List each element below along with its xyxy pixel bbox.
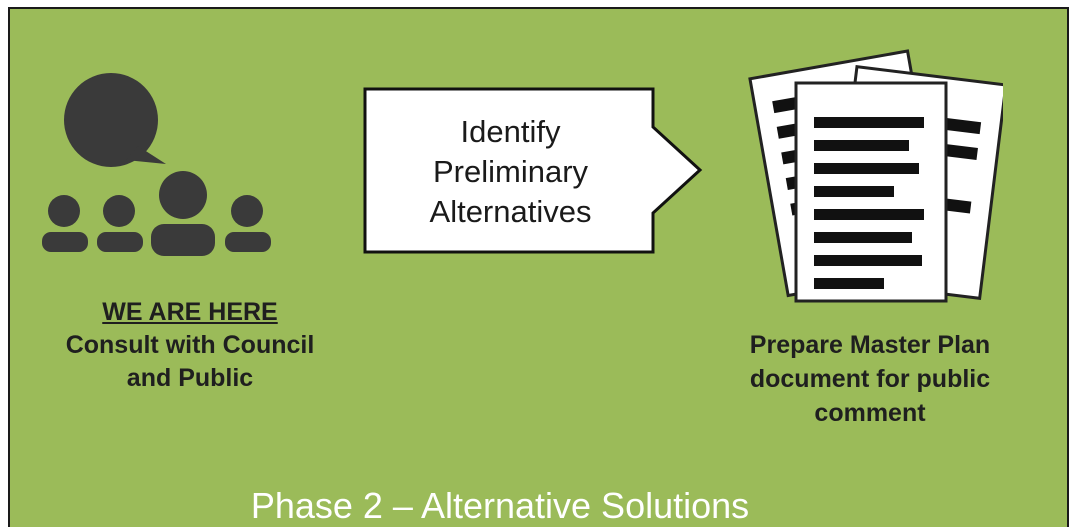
consult-label: WE ARE HERE Consult with Council and Pub… (30, 296, 350, 395)
phase-title: Phase 2 – Alternative Solutions (250, 485, 750, 526)
documents-icon (748, 49, 1003, 303)
people-group-icon (42, 73, 271, 256)
prepare-line-1: Prepare Master Plan (749, 331, 991, 359)
prepare-line-2: document for public (749, 365, 991, 393)
speech-bubble-icon (64, 73, 158, 167)
we-are-here-marker: WE ARE HERE (102, 298, 278, 326)
step-line-1: Identify (460, 114, 561, 149)
consult-line-2: and Public (126, 364, 254, 392)
step-line-3: Alternatives (429, 194, 592, 229)
prepare-line-3: comment (814, 399, 926, 427)
step-line-2: Preliminary (432, 154, 589, 189)
step-label: Identify Preliminary Alternatives (368, 112, 653, 232)
step-arrow-shape (363, 87, 703, 254)
prepare-label: Prepare Master Plan document for public … (690, 328, 1050, 430)
consult-line-1: Consult with Council (65, 331, 315, 359)
